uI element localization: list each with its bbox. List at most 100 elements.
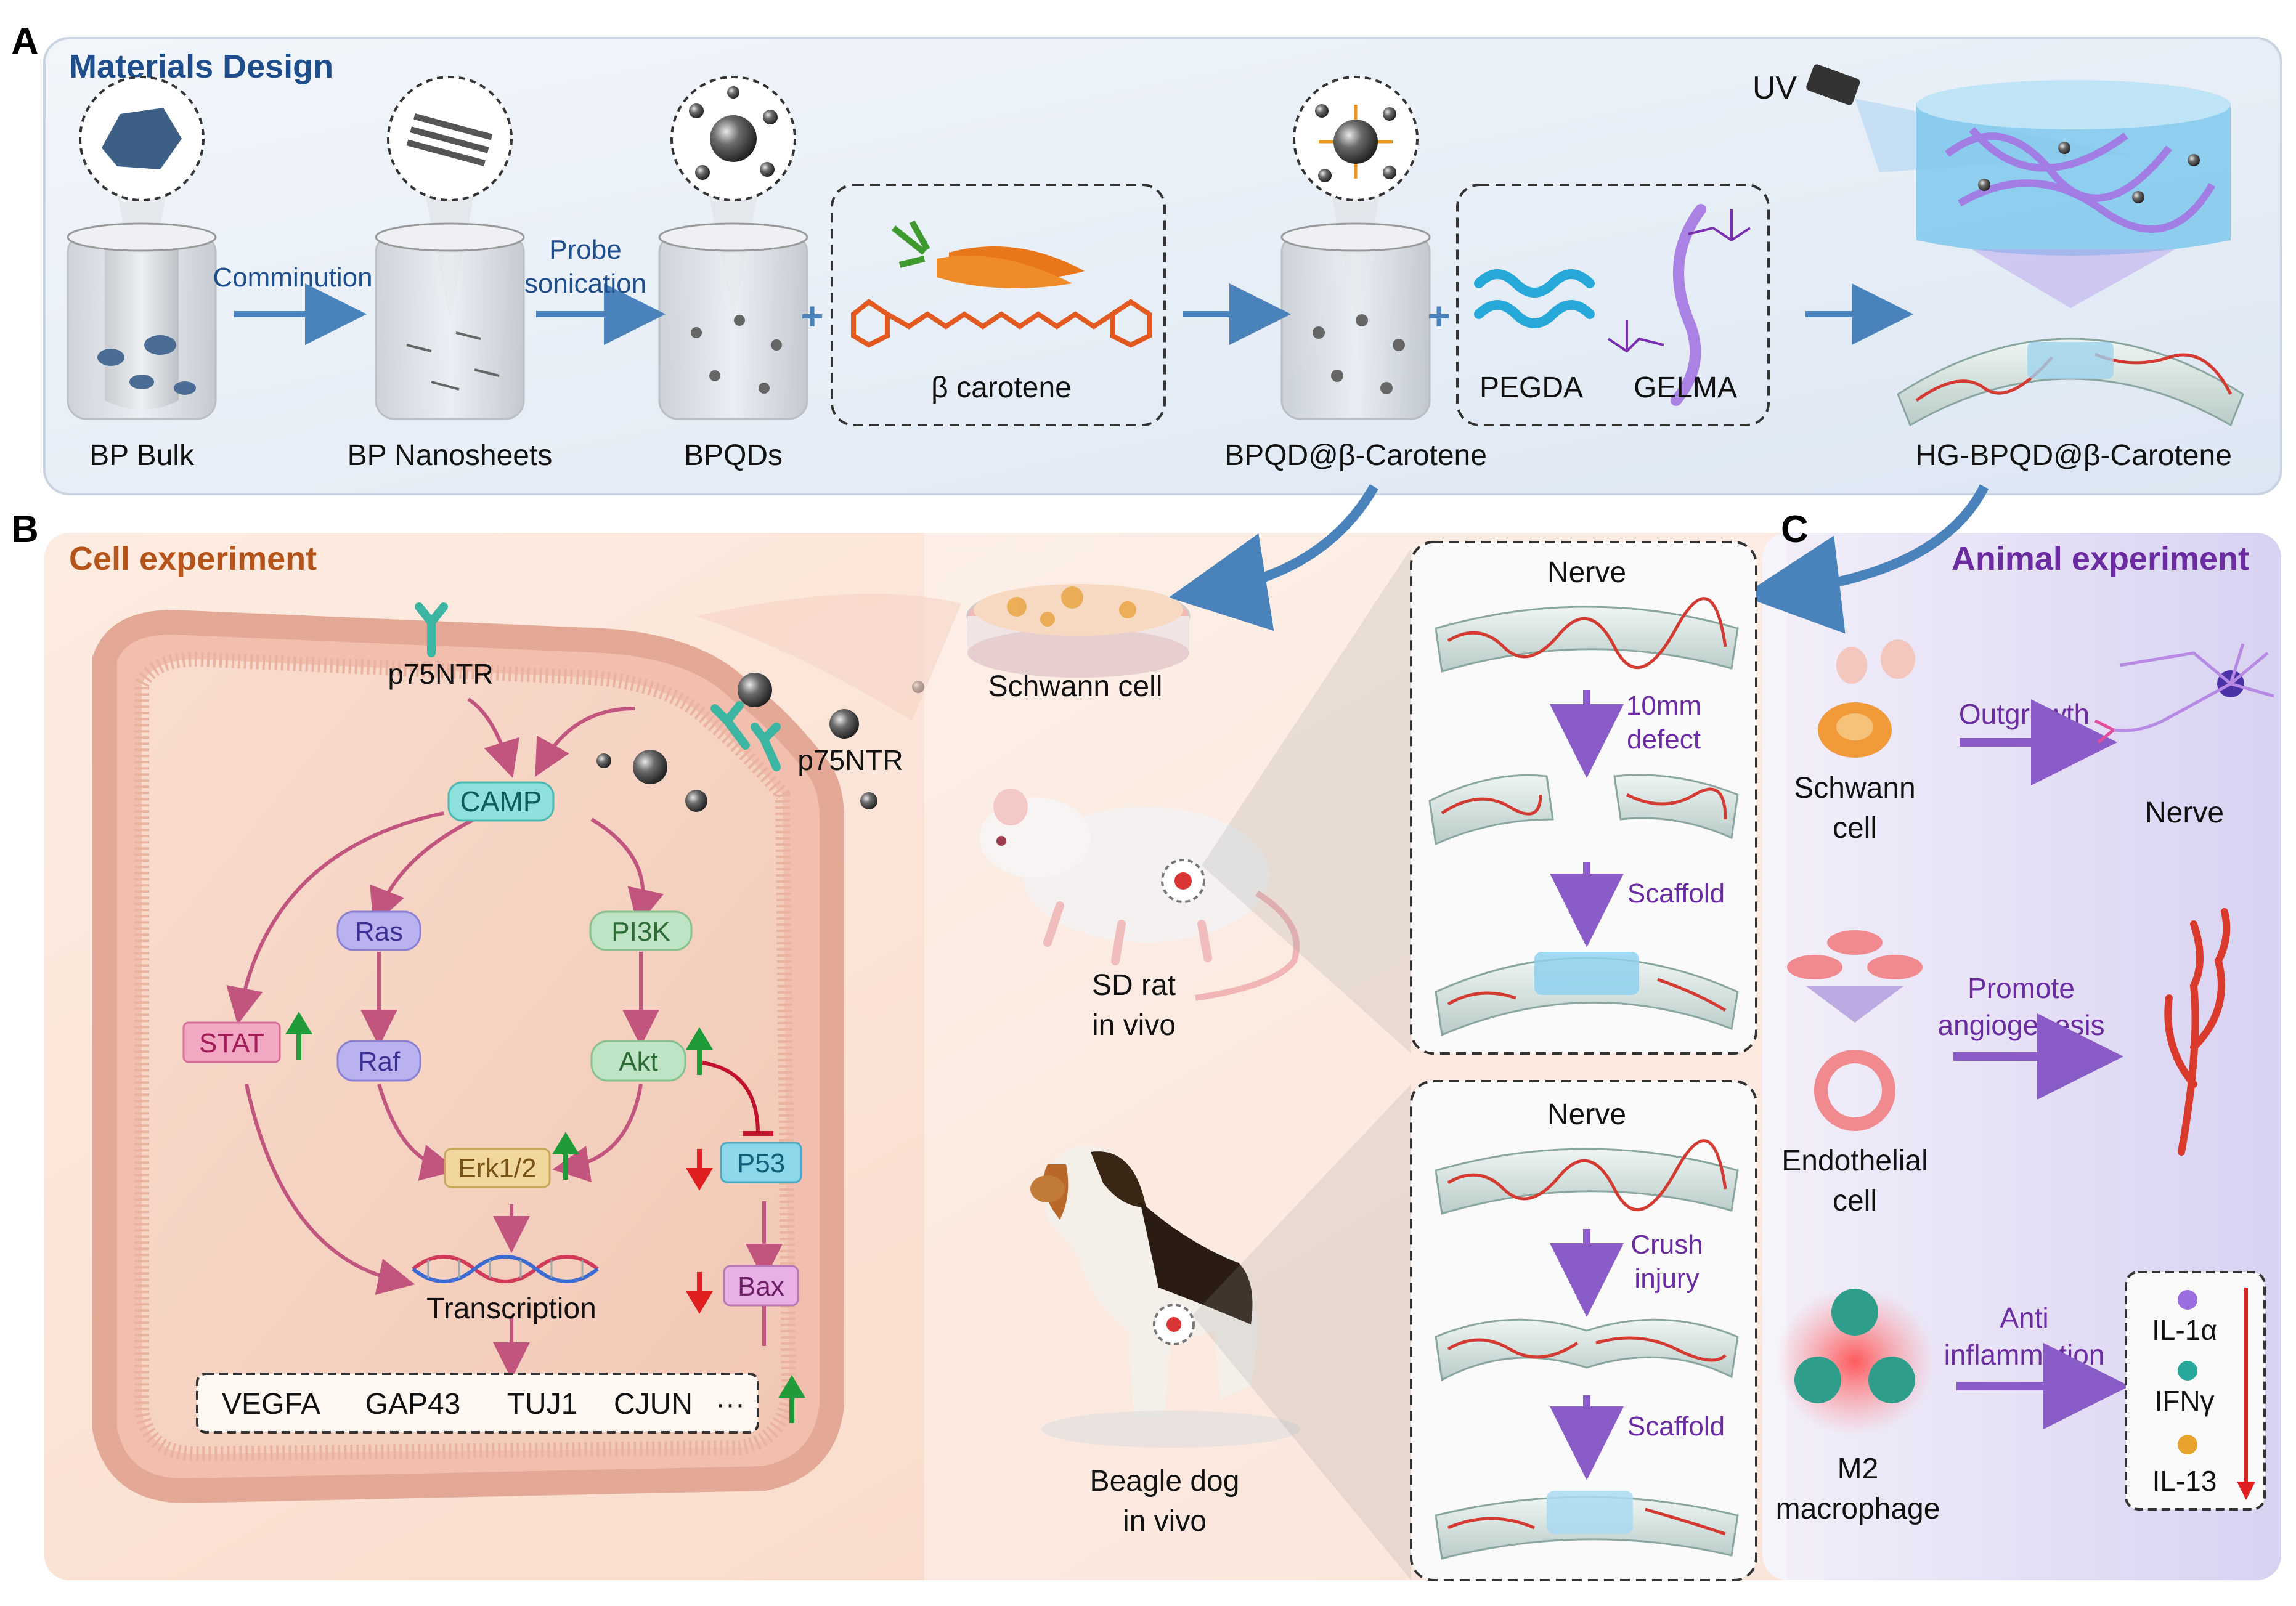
label-beta-carotene: β carotene (931, 371, 1072, 404)
gene-cjun: CJUN (614, 1388, 693, 1421)
label-sonication: sonication (524, 269, 646, 299)
hydrogel-icon (1916, 80, 2231, 308)
node-erk (444, 1148, 551, 1188)
label-transcription: Transcription (426, 1292, 596, 1325)
dog-step1-line1: Crush (1630, 1230, 1703, 1260)
cytokine-dot-il1a (2178, 1290, 2197, 1310)
dog-nerve-label: Nerve (1547, 1098, 1626, 1131)
gene-gap43: GAP43 (365, 1388, 461, 1421)
label-erk: Erk1/2 (458, 1153, 536, 1183)
nerve-conduit-icon (1897, 338, 2244, 427)
blood-vessel-icon (2164, 908, 2231, 1156)
cytokine-down-arrowhead (2237, 1482, 2255, 1500)
beaker-bpqds (658, 76, 808, 420)
label-dog-line2: in vivo (1123, 1505, 1207, 1538)
rat-intact-nerve (1435, 597, 1739, 673)
rat-defect-nerve (1428, 774, 1739, 846)
label-probe: Probe (549, 235, 621, 265)
c-row3-cell-line2: macrophage (1776, 1493, 1940, 1525)
label-pegda: PEGDA (1480, 371, 1583, 404)
pegda-wave-icon (1474, 269, 1595, 328)
gene-box (196, 1373, 759, 1434)
c-row2-cell-line1: Endothelial (1781, 1145, 1928, 1177)
cytokine-il13: IL-13 (2152, 1465, 2217, 1497)
node-pi3k (589, 910, 693, 951)
cell-membrane-icon (92, 609, 844, 1504)
dog-crushed-nerve (1435, 1318, 1739, 1382)
c-row3-cell-line1: M2 (1838, 1453, 1879, 1485)
panel-b-letter: B (11, 508, 39, 551)
rat-nerve-label: Nerve (1547, 556, 1626, 589)
c-row2-action-line2: angiogenesis (1937, 1009, 2104, 1041)
label-dog-line1: Beagle dog (1090, 1465, 1240, 1498)
arrow-to-schwann-cell (1168, 484, 1378, 631)
p75ntr-receptor-icon (415, 602, 781, 771)
rat-scaffold-nerve (1435, 952, 1739, 1037)
label-gelma: GELMA (1634, 371, 1737, 404)
zoom-dog (1192, 1084, 1411, 1580)
gelma-chain-icon (1607, 204, 1751, 406)
plus-sign-2: + (1427, 294, 1450, 338)
node-akt (590, 1040, 686, 1082)
label-comminution: Comminution (213, 262, 372, 293)
down-arrow-indicators (685, 1149, 714, 1314)
panel-a-title: Materials Design (69, 48, 333, 85)
label-bp-bulk: BP Bulk (89, 439, 195, 472)
label-bpqd-carotene: BPQD@β-Carotene (1224, 439, 1487, 472)
bpqd-particles (596, 673, 924, 812)
plus-sign-1: + (800, 294, 823, 338)
c-row1-result: Nerve (2145, 797, 2224, 829)
zoom-rat (1202, 548, 1411, 1053)
label-bax: Bax (738, 1271, 784, 1302)
node-bax (723, 1265, 799, 1307)
dna-helix-icon (412, 1255, 599, 1283)
panel-c-letter: C (1781, 508, 1809, 551)
node-raf (336, 1040, 421, 1082)
label-p75ntr-top: p75NTR (388, 658, 493, 690)
beaker-bp-nanosheets (375, 76, 525, 420)
gene-tuj1: TUJ1 (507, 1388, 578, 1421)
panel-c-title: Animal experiment (1952, 540, 2249, 577)
node-ras (336, 910, 421, 951)
label-stat: STAT (199, 1028, 264, 1058)
akt-inhibits-p53 (702, 1061, 760, 1134)
dog-icon (1030, 1146, 1300, 1448)
label-hg-bpqd-carotene: HG-BPQD@β-Carotene (1915, 439, 2232, 472)
panel-a-background (43, 37, 2282, 495)
c-row2-cell-line2: cell (1833, 1185, 1877, 1217)
c-row1-cell-line1: Schwann (1794, 772, 1915, 805)
petri-dish-icon (966, 584, 1191, 678)
label-bp-nanosheets: BP Nanosheets (348, 439, 553, 472)
c-row3-action-line2: inflammation (1944, 1339, 2105, 1371)
beta-carotene-structure (851, 299, 1152, 348)
cytokine-ifng: IFNγ (2154, 1385, 2214, 1417)
panel-a-letter: A (11, 20, 39, 63)
cytokine-dot-ifng (2178, 1361, 2197, 1381)
gene-ellipsis: ··· (715, 1388, 745, 1421)
label-p53: P53 (737, 1148, 785, 1178)
label-camp: CAMP (460, 785, 542, 817)
up-arrow-indicators (285, 1012, 806, 1423)
arrow-to-animal (1741, 484, 1989, 634)
c-row2-action-line1: Promote (1968, 972, 2075, 1004)
label-raf: Raf (358, 1047, 401, 1077)
endothelial-cell-icon (1787, 930, 1923, 1131)
node-camp (447, 781, 555, 822)
cytokine-dot-il13 (2178, 1435, 2197, 1454)
c-row1-action: Outgrowth (1959, 698, 2090, 730)
carrot-icon (891, 220, 1085, 288)
label-schwann-dish: Schwann cell (988, 670, 1163, 703)
label-rat-line1: SD rat (1092, 969, 1176, 1002)
gene-vegfa: VEGFA (222, 1388, 320, 1421)
rat-step1-line2: defect (1627, 724, 1701, 755)
neuron-icon (2094, 643, 2274, 744)
label-p75ntr-right: p75NTR (797, 744, 903, 776)
dog-step1-line2: injury (1634, 1263, 1699, 1294)
rat-icon (980, 789, 1300, 1001)
macrophage-icon (1794, 1289, 1915, 1403)
label-ras: Ras (355, 917, 403, 947)
beaker-bp-bulk (67, 76, 217, 420)
node-p53 (720, 1142, 802, 1183)
label-pi3k: PI3K (611, 917, 670, 947)
